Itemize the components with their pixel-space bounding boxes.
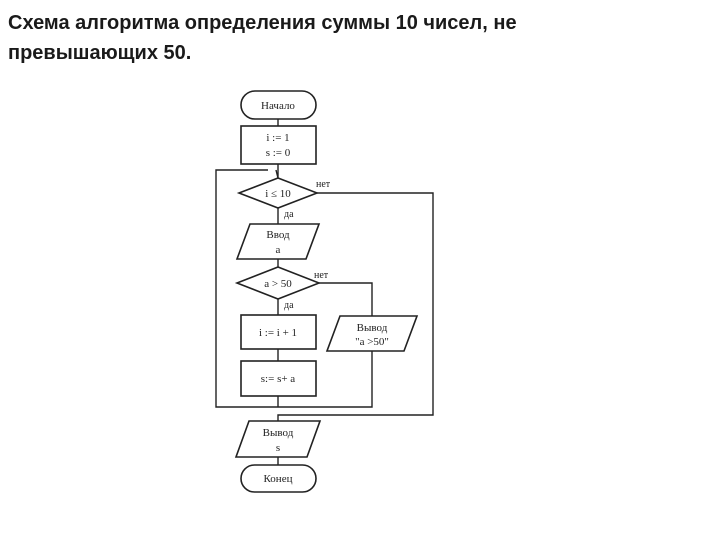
page-title: Схема алгоритма определения суммы 10 чис… xyxy=(8,12,517,64)
output-line-2: s xyxy=(276,442,280,454)
connectors xyxy=(215,119,434,465)
sum-block xyxy=(240,360,317,397)
value-condition-decision xyxy=(234,266,322,300)
warning-output-block xyxy=(325,315,419,352)
init-line-1: i := 1 xyxy=(266,132,289,144)
increment-label: i := i + 1 xyxy=(259,327,297,339)
increment-block xyxy=(240,314,317,350)
start-terminator xyxy=(240,90,317,120)
output-line-1: Вывод xyxy=(263,427,294,439)
end-terminator xyxy=(240,464,317,493)
value-condition-label: a > 50 xyxy=(264,278,292,290)
connector-cond-output xyxy=(277,192,434,421)
input-line-2: a xyxy=(276,244,281,256)
loop-condition-decision xyxy=(236,177,320,209)
loop-join xyxy=(275,169,279,179)
loop-condition-yes-label: да xyxy=(284,209,294,220)
loop-condition-label: i ≤ 10 xyxy=(265,188,291,200)
init-block xyxy=(240,125,317,165)
start-label: Начало xyxy=(261,100,295,112)
value-condition-yes-label: да xyxy=(284,300,294,311)
loop-back-line xyxy=(215,169,373,408)
warning-output-line-1: Вывод xyxy=(357,322,388,334)
connector-cond2-warn xyxy=(319,282,373,316)
value-condition-no-label: нет xyxy=(314,270,329,281)
init-line-2: s := 0 xyxy=(266,147,291,159)
end-label: Конец xyxy=(264,473,293,485)
warning-output-line-2: "a >50" xyxy=(355,336,389,348)
input-block xyxy=(235,223,321,260)
sum-label: s:= s+ a xyxy=(261,373,296,385)
output-block xyxy=(234,420,322,458)
input-line-1: Ввод xyxy=(266,229,290,241)
loop-condition-no-label: нет xyxy=(316,179,331,190)
